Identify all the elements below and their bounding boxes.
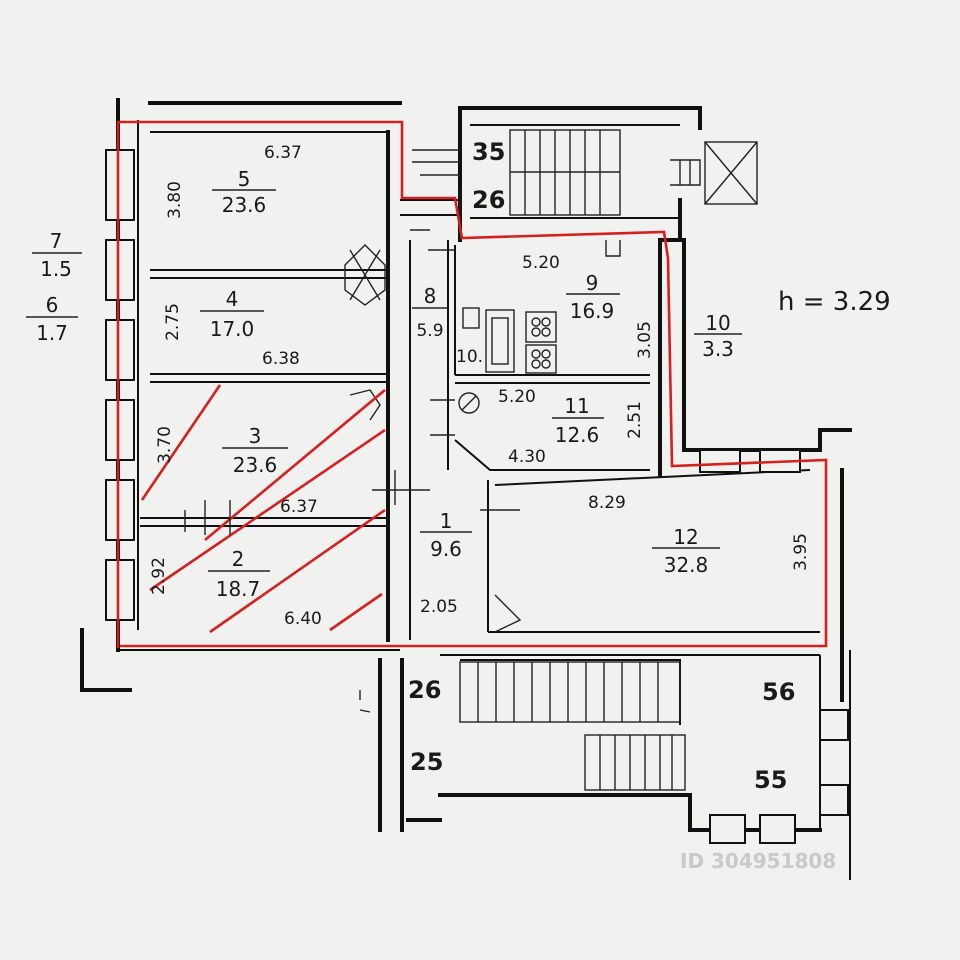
room-9-depth: 3.05 bbox=[635, 321, 655, 359]
room-5: 6.37 3.80 5 23.6 bbox=[165, 143, 302, 219]
side-note-6-number: 6 bbox=[46, 293, 59, 317]
room-3-width: 6.37 bbox=[280, 497, 318, 517]
room-1-area: 9.6 bbox=[430, 537, 462, 561]
room-3-area: 23.6 bbox=[233, 453, 278, 477]
room-5-depth: 3.80 bbox=[165, 181, 185, 219]
room-4-area: 17.0 bbox=[210, 317, 255, 341]
bottom-windows bbox=[709, 709, 849, 844]
stair-mark-25: 25 bbox=[410, 748, 443, 776]
boiler-symbol bbox=[458, 392, 480, 414]
stair-mark-26-bottom: 26 bbox=[408, 676, 441, 704]
vent-shaft bbox=[670, 141, 758, 205]
stair-mark-26-top: 26 bbox=[472, 186, 505, 214]
room-5-area: 23.6 bbox=[222, 193, 267, 217]
room-12-depth: 3.95 bbox=[791, 533, 811, 571]
room-5-number: 5 bbox=[238, 167, 251, 191]
small-room-label: 10. bbox=[456, 347, 483, 367]
side-note: 7 1.5 6 1.7 bbox=[26, 229, 82, 345]
room-11-number: 11 bbox=[564, 394, 589, 418]
room-8-area: 5.9 bbox=[416, 321, 443, 341]
hatching bbox=[140, 384, 386, 634]
room-11-width: 5.20 bbox=[498, 387, 536, 407]
stair-mark-55: 55 bbox=[754, 766, 787, 794]
watermark: ID 304951808 bbox=[680, 849, 836, 873]
stairs-bottom bbox=[459, 661, 686, 791]
niche-symbol bbox=[344, 244, 386, 306]
room-4-width: 6.38 bbox=[262, 349, 300, 369]
stair-marks: 35 26 26 25 56 55 bbox=[408, 138, 795, 794]
room-2-depth: 2.92 bbox=[149, 557, 169, 595]
side-note-6-area: 1.7 bbox=[36, 321, 68, 345]
room-9-number: 9 bbox=[586, 271, 599, 295]
room-9: 5.20 9 16.9 3.05 bbox=[522, 253, 655, 359]
room-12: 8.29 12 32.8 3.95 bbox=[588, 493, 811, 577]
room-2-number: 2 bbox=[232, 547, 245, 571]
room-11-area: 12.6 bbox=[555, 423, 600, 447]
walls bbox=[80, 98, 852, 880]
side-note-7-number: 7 bbox=[50, 229, 63, 253]
room-4-number: 4 bbox=[226, 287, 239, 311]
room-4: 2.75 4 17.0 6.38 bbox=[163, 287, 300, 369]
room-3: 3.70 3 23.6 6.37 bbox=[155, 424, 318, 517]
room-1-width: 2.05 bbox=[420, 597, 458, 617]
kitchen-fixtures bbox=[462, 240, 621, 374]
room-4-depth: 2.75 bbox=[163, 303, 183, 341]
room-12-width: 8.29 bbox=[588, 493, 626, 513]
side-note-7-area: 1.5 bbox=[40, 257, 72, 281]
room-9-area: 16.9 bbox=[570, 299, 615, 323]
apartment-boundary bbox=[116, 120, 828, 648]
room-2: 2.92 2 18.7 6.40 bbox=[149, 547, 322, 629]
room-10-area: 3.3 bbox=[702, 337, 734, 361]
room-10-number: 10 bbox=[705, 311, 730, 335]
room-9-width: 5.20 bbox=[522, 253, 560, 273]
room-2-area: 18.7 bbox=[216, 577, 261, 601]
room-2-width: 6.40 bbox=[284, 609, 322, 629]
room-3-number: 3 bbox=[249, 424, 262, 448]
stairs-top bbox=[509, 129, 621, 216]
room-12-area: 32.8 bbox=[664, 553, 709, 577]
room-11: 5.20 11 12.6 4.30 2.51 bbox=[498, 387, 645, 467]
room-5-width: 6.37 bbox=[264, 143, 302, 163]
room-11-depth: 2.51 bbox=[625, 401, 645, 439]
stair-mark-35: 35 bbox=[472, 138, 505, 166]
room-8: 8 5.9 10. bbox=[412, 284, 483, 367]
room-1-number: 1 bbox=[440, 509, 453, 533]
ceiling-height: h = 3.29 bbox=[778, 287, 891, 317]
room-11-width2: 4.30 bbox=[508, 447, 546, 467]
room-12-number: 12 bbox=[673, 525, 698, 549]
stair-mark-56: 56 bbox=[762, 678, 795, 706]
room-1: 1 9.6 2.05 bbox=[420, 509, 472, 617]
room-3-depth: 3.70 bbox=[155, 426, 175, 464]
room-10: 10 3.3 bbox=[694, 311, 742, 361]
room-8-number: 8 bbox=[424, 284, 437, 308]
